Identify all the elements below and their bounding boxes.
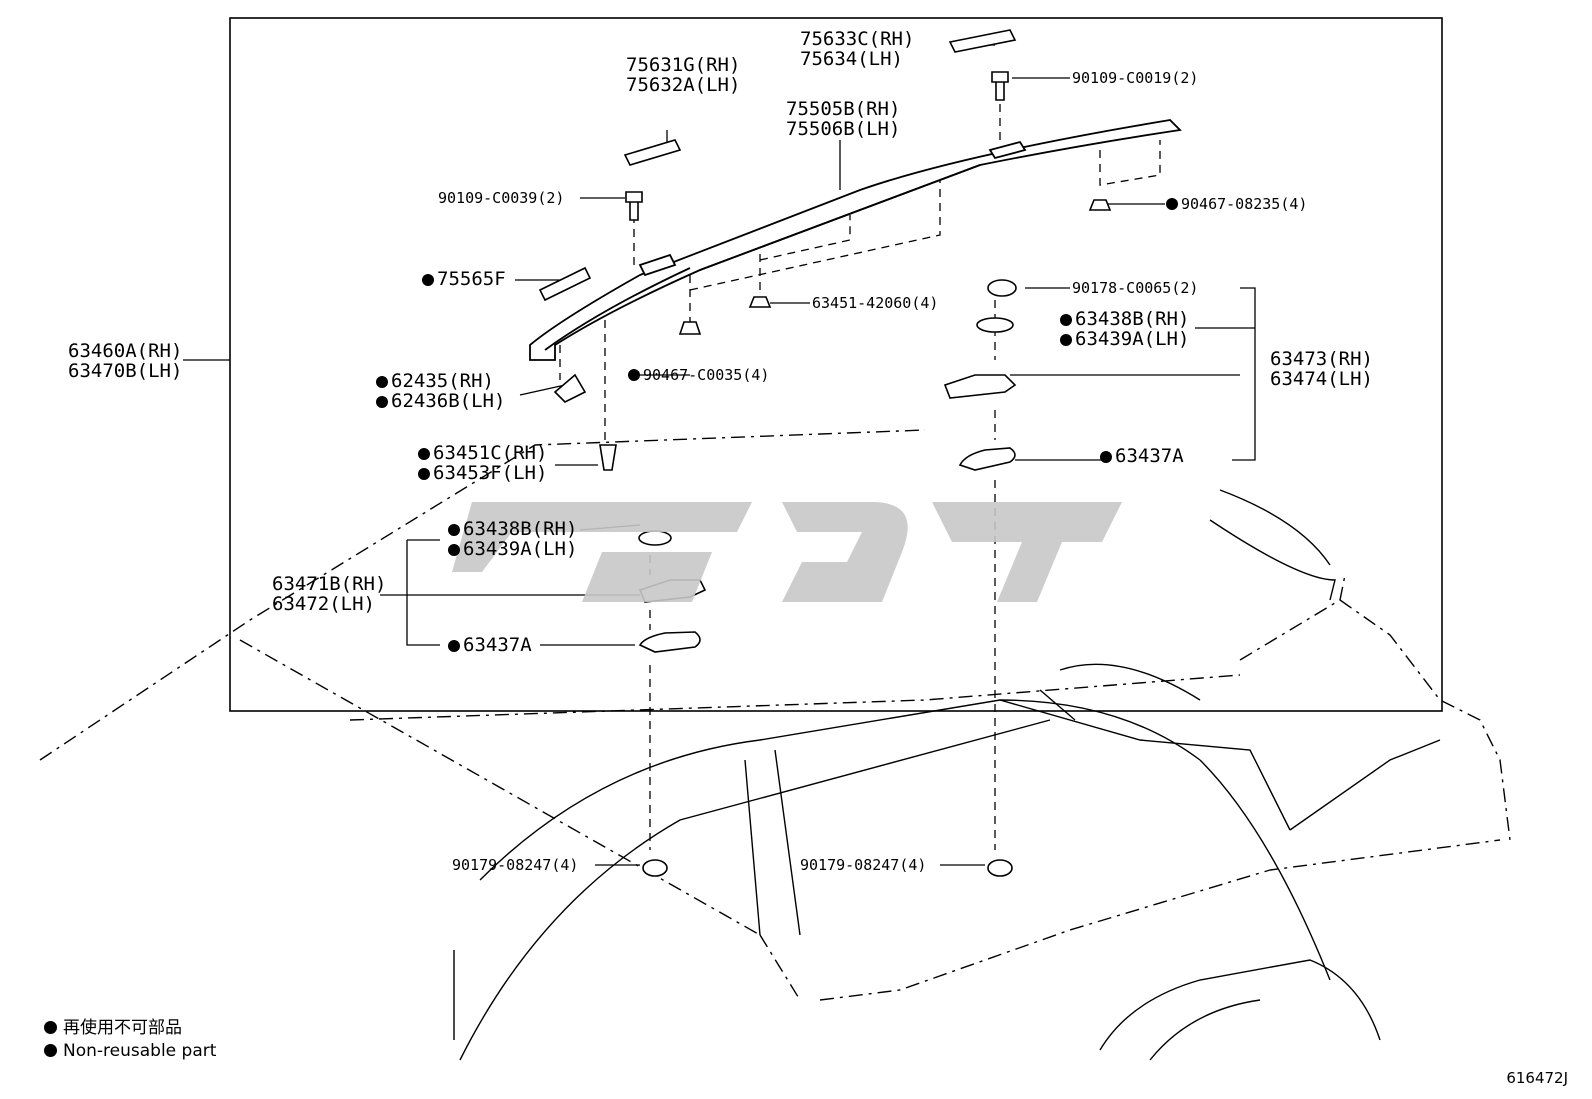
label-end-cover-lh-wrap: 62436B(LH) — [376, 392, 505, 411]
label-nut-rear-leg: 90178-C0065(2) — [1072, 279, 1199, 297]
vehicle-outline — [39, 429, 1511, 1001]
label-end-cover-rh: 62435(RH) — [391, 370, 494, 392]
label-cushion-rear-rh-wrap: 63438B(RH) — [1060, 310, 1189, 329]
legend-dot — [44, 1044, 57, 1057]
label-cushion-front-lh: 63439A(LH) — [463, 538, 578, 560]
non-reusable-dot — [1166, 198, 1178, 210]
non-reusable-dot — [448, 640, 460, 652]
label-leg-front-lh: 63472(LH) — [272, 593, 375, 615]
label-cover-front-lh: 75632A(LH) — [626, 74, 741, 96]
label-clip-rear-wrap: 90467-08235(4) — [1166, 196, 1307, 212]
assembly-frame — [229, 17, 1443, 712]
label-nut-bottom-left: 90179-08247(4) — [452, 856, 579, 874]
label-cushion-rear-lh-wrap: 63439A(LH) — [1060, 330, 1189, 349]
cover-rear — [948, 29, 1017, 53]
label-clip-rear: 90467-08235(4) — [1181, 195, 1308, 213]
label-clip-front-wrap: 90467-C0035(4) — [628, 367, 769, 383]
label-pad: 75565F — [437, 268, 506, 290]
label-nut-bottom-right: 90179-08247(4) — [800, 856, 927, 874]
non-reusable-dot — [1060, 334, 1072, 346]
gasket-rear — [958, 447, 1016, 471]
label-gasket-front: 63437A — [463, 634, 532, 656]
label-clip-mid-lh-wrap: 63453F(LH) — [418, 464, 547, 483]
label-cushion-rear-rh: 63438B(RH) — [1075, 308, 1190, 330]
non-reusable-dot — [1060, 314, 1072, 326]
label-cover-rear-rh: 75633C(RH) — [800, 28, 915, 50]
label-clip-mid-rh: 63451C(RH) — [433, 442, 548, 464]
label-leg-rear-lh: 63474(LH) — [1270, 368, 1373, 390]
pad — [538, 266, 592, 302]
label-leg-front-rh: 63471B(RH) — [272, 573, 387, 595]
legend-jp-text: 再使用不可部品 — [63, 1018, 182, 1038]
legend-en-text: Non-reusable part — [63, 1041, 217, 1061]
label-rail-rh: 75505B(RH) — [786, 98, 901, 120]
roof-rail — [529, 119, 1182, 361]
label-leg-rear-rh: 63473(RH) — [1270, 348, 1373, 370]
legend-dot — [44, 1021, 57, 1034]
label-rail-assy-lh: 63470B(LH) — [68, 360, 183, 382]
end-cover — [553, 373, 587, 403]
label-rail-assy-rh: 63460A(RH) — [68, 340, 183, 362]
legend-jp: 再使用不可部品 — [44, 1017, 182, 1039]
label-end-cover-rh-wrap: 62435(RH) — [376, 372, 494, 391]
non-reusable-dot — [448, 544, 460, 556]
label-rail-lh: 75506B(LH) — [786, 118, 901, 140]
label-pad-wrap: 75565F — [422, 270, 506, 289]
label-clip-mid-rh-wrap: 63451C(RH) — [418, 444, 547, 463]
label-end-cover-lh: 62436B(LH) — [391, 390, 506, 412]
label-cushion-front-lh-wrap: 63439A(LH) — [448, 540, 577, 559]
label-screw-front: 90109-C0039(2) — [438, 189, 565, 207]
fasteners — [599, 71, 1112, 877]
gasket-front — [638, 631, 701, 653]
cover-front — [623, 139, 682, 166]
label-gasket-rear: 63437A — [1115, 445, 1184, 467]
label-nut-rail: 63451-42060(4) — [812, 294, 939, 312]
non-reusable-dot — [418, 468, 430, 480]
label-gasket-front-wrap: 63437A — [448, 636, 532, 655]
label-cushion-front-rh-wrap: 63438B(RH) — [448, 520, 577, 539]
label-gasket-rear-wrap: 63437A — [1100, 447, 1184, 466]
non-reusable-dot — [376, 376, 388, 388]
figure-number: 616472J — [1506, 1069, 1568, 1087]
label-clip-front: 90467-C0035(4) — [643, 366, 770, 384]
non-reusable-dot — [422, 274, 434, 286]
label-cushion-front-rh: 63438B(RH) — [463, 518, 578, 540]
watermark — [452, 502, 1122, 602]
non-reusable-dot — [376, 396, 388, 408]
label-screw-rear: 90109-C0019(2) — [1072, 69, 1199, 87]
legend-en: Non-reusable part — [44, 1040, 216, 1062]
label-cushion-rear-lh: 63439A(LH) — [1075, 328, 1190, 350]
label-clip-mid-lh: 63453F(LH) — [433, 462, 548, 484]
non-reusable-dot — [418, 448, 430, 460]
non-reusable-dot — [1100, 451, 1112, 463]
non-reusable-dot — [448, 524, 460, 536]
non-reusable-dot — [628, 369, 640, 381]
label-cover-rear-lh: 75634(LH) — [800, 48, 903, 70]
label-cover-front-rh: 75631G(RH) — [626, 54, 741, 76]
leg-rear — [943, 374, 1017, 399]
